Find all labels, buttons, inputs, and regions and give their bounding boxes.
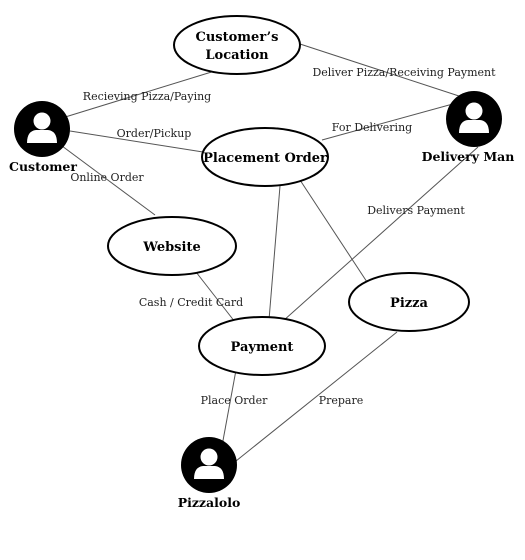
edge-labels: Recieving Pizza/Paying Deliver Pizza/Rec… bbox=[70, 66, 496, 407]
node-payment: Payment bbox=[198, 316, 326, 376]
edge-label-delivery-payment: Delivers Payment bbox=[367, 204, 465, 217]
node-customers-location-line-2: Location bbox=[205, 48, 269, 63]
edge-location-delivery bbox=[299, 43, 463, 98]
node-pizza-label: Pizza bbox=[390, 296, 428, 311]
node-website: Website bbox=[107, 216, 237, 276]
edge-website-payment bbox=[195, 271, 236, 323]
edge-label-customer-location: Recieving Pizza/Paying bbox=[83, 90, 211, 103]
edges bbox=[57, 43, 479, 462]
edge-pizzalolo-pizza bbox=[235, 331, 398, 462]
edge-delivery-payment bbox=[282, 146, 479, 322]
node-customers-location-line-1: Customer’s bbox=[196, 30, 279, 45]
edge-label-pizzalolo-payment: Place Order bbox=[201, 394, 268, 407]
node-website-label: Website bbox=[142, 240, 200, 255]
edge-customer-website bbox=[57, 142, 156, 216]
actor-customer: Customer bbox=[9, 101, 77, 174]
user-icon bbox=[14, 101, 70, 157]
edge-placement-delivery bbox=[321, 101, 461, 141]
edge-label-website-payment: Cash / Credit Card bbox=[139, 296, 243, 309]
node-payment-label: Payment bbox=[231, 340, 294, 355]
edge-label-customer-website: Online Order bbox=[70, 171, 144, 184]
edge-placement-payment bbox=[268, 185, 281, 321]
edge-placement-pizza bbox=[299, 179, 368, 283]
edge-label-location-delivery: Deliver Pizza/Receiving Payment bbox=[312, 66, 496, 79]
user-icon bbox=[181, 437, 237, 493]
edge-label-pizzalolo-pizza: Prepare bbox=[319, 394, 364, 407]
edge-label-customer-placement: Order/Pickup bbox=[117, 127, 192, 140]
actor-pizzalolo-label: Pizzalolo bbox=[178, 495, 241, 510]
node-placement-order-label: Placement Order bbox=[203, 151, 327, 166]
node-customers-location: Customer’s Location bbox=[173, 15, 301, 75]
edge-pizzalolo-payment bbox=[221, 369, 237, 447]
actor-pizzalolo: Pizzalolo bbox=[178, 437, 241, 510]
edge-customer-placement bbox=[69, 130, 204, 153]
edge-label-placement-delivery: For Delivering bbox=[332, 121, 412, 134]
node-pizza: Pizza bbox=[348, 272, 470, 332]
actor-customer-label: Customer bbox=[9, 159, 77, 174]
actor-delivery-man: Delivery Man bbox=[422, 91, 515, 164]
user-icon bbox=[446, 91, 502, 147]
node-placement-order: Placement Order bbox=[201, 127, 329, 187]
edge-customer-location bbox=[61, 69, 219, 119]
actor-delivery-man-label: Delivery Man bbox=[422, 149, 515, 164]
